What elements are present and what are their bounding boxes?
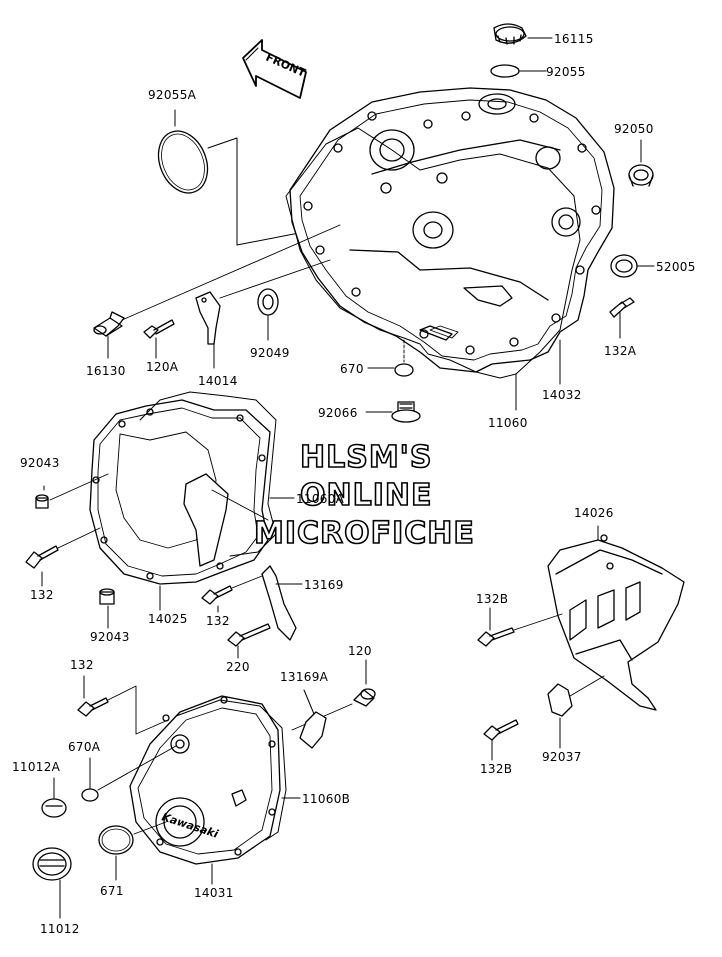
sprocket-cover-14026 (547, 534, 685, 711)
bolt-120A (143, 319, 175, 339)
fitting-16130 (93, 311, 125, 337)
cap-11012A (41, 798, 67, 818)
part-label-11012A[interactable]: 11012A (12, 760, 61, 774)
part-label-220[interactable]: 220 (226, 660, 250, 674)
part-label-92043-lower[interactable]: 92043 (90, 630, 130, 644)
bracket-13169A (299, 711, 327, 749)
clamp-92037 (547, 683, 573, 717)
part-label-14025[interactable]: 14025 (148, 612, 188, 626)
cap-11012 (32, 847, 72, 881)
bolt-132B-upper (477, 627, 515, 647)
part-label-120[interactable]: 120 (348, 644, 372, 658)
o-ring-92055A (157, 130, 209, 194)
part-label-14026[interactable]: 14026 (574, 506, 614, 520)
oil-seal-92049 (257, 288, 279, 316)
part-label-132-mid[interactable]: 132 (206, 614, 230, 628)
part-label-132B-lower[interactable]: 132B (480, 762, 513, 776)
watermark-line-2: ONLINE (299, 477, 433, 514)
part-label-14031[interactable]: 14031 (194, 886, 234, 900)
part-label-670A[interactable]: 670A (68, 740, 101, 754)
front-arrow-icon: FRONT (242, 39, 308, 99)
o-ring-92055 (490, 64, 520, 78)
o-ring-670A (81, 788, 99, 802)
part-label-671[interactable]: 671 (100, 884, 124, 898)
gasket-11060 (285, 127, 581, 379)
part-label-132B-upper[interactable]: 132B (476, 592, 509, 606)
part-label-92043-upper[interactable]: 92043 (20, 456, 60, 470)
part-label-92050[interactable]: 92050 (614, 122, 654, 136)
oil-cap-16115 (493, 23, 527, 45)
collar-52005 (610, 254, 638, 278)
part-label-92049[interactable]: 92049 (250, 346, 290, 360)
bolt-132-mid (201, 585, 233, 605)
bolt-132B-lower (483, 719, 519, 741)
part-label-11060[interactable]: 11060 (488, 416, 528, 430)
part-label-132-lower[interactable]: 132 (70, 658, 94, 672)
bolt-132-left (25, 545, 59, 569)
watermark-line-3: MICROFICHE (253, 515, 475, 552)
dowel-pin-92043-lower (99, 588, 115, 605)
guide-13169 (261, 565, 297, 641)
o-ring-671 (98, 825, 134, 855)
part-label-92066[interactable]: 92066 (318, 406, 358, 420)
gasket-11060A (139, 391, 277, 557)
part-label-92037[interactable]: 92037 (542, 750, 582, 764)
bolt-132A (609, 297, 635, 318)
part-label-14014[interactable]: 14014 (198, 374, 238, 388)
part-label-92055[interactable]: 92055 (546, 65, 586, 79)
part-label-11060B[interactable]: 11060B (302, 792, 351, 806)
part-label-14032[interactable]: 14032 (542, 388, 582, 402)
bolt-220 (227, 623, 271, 647)
generator-cover-14031: Kawasaki (129, 695, 281, 865)
part-label-120A[interactable]: 120A (146, 360, 179, 374)
part-label-16130[interactable]: 16130 (86, 364, 126, 378)
part-label-670[interactable]: 670 (340, 362, 364, 376)
part-label-11012[interactable]: 11012 (40, 922, 80, 936)
part-label-16115[interactable]: 16115 (554, 32, 594, 46)
dowel-pin-92043-upper (35, 494, 49, 509)
part-label-11060A[interactable]: 11060A (296, 492, 345, 506)
part-label-92055A[interactable]: 92055A (148, 88, 197, 102)
gasket-11060B (175, 699, 287, 841)
bracket-14014 (195, 291, 221, 345)
clutch-cover-14025 (89, 399, 271, 585)
part-label-13169[interactable]: 13169 (304, 578, 344, 592)
watermark-line-1: HLSM'S (299, 439, 433, 476)
part-label-132-left[interactable]: 132 (30, 588, 54, 602)
o-ring-670 (394, 363, 414, 377)
crankcase-body (289, 87, 615, 373)
plug-92066 (391, 401, 421, 423)
part-label-132A[interactable]: 132A (604, 344, 637, 358)
bolt-132-lower (77, 697, 109, 717)
part-label-13169A[interactable]: 13169A (280, 670, 329, 684)
oil-seal-92050 (628, 164, 654, 187)
part-label-52005[interactable]: 52005 (656, 260, 696, 274)
bolt-120 (353, 688, 376, 707)
